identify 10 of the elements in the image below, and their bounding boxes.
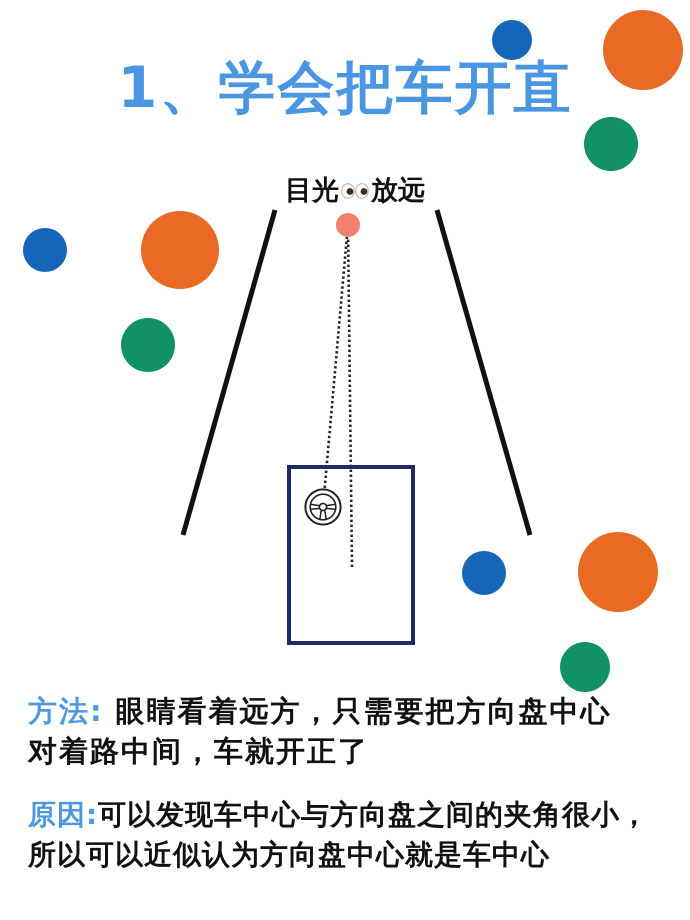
car-outline [287,465,415,645]
target-dot [336,213,360,237]
title: 1、学会把车开直 [116,56,574,120]
dotted-line [323,236,348,488]
body-text: 原因:可以发现车中心与方向盘之间的夹角很小，所以可以近似认为方向盘中心就是车中心 [28,797,650,873]
callout-text: 目光 [285,174,339,208]
dotted-line [346,236,354,568]
body-text: 方法: 眼睛看着远方，只需要把方向盘中心对着路中间，车就开正了 [28,693,613,770]
callout-text: 放远 [371,174,425,208]
steering-wheel-icon [304,488,342,526]
